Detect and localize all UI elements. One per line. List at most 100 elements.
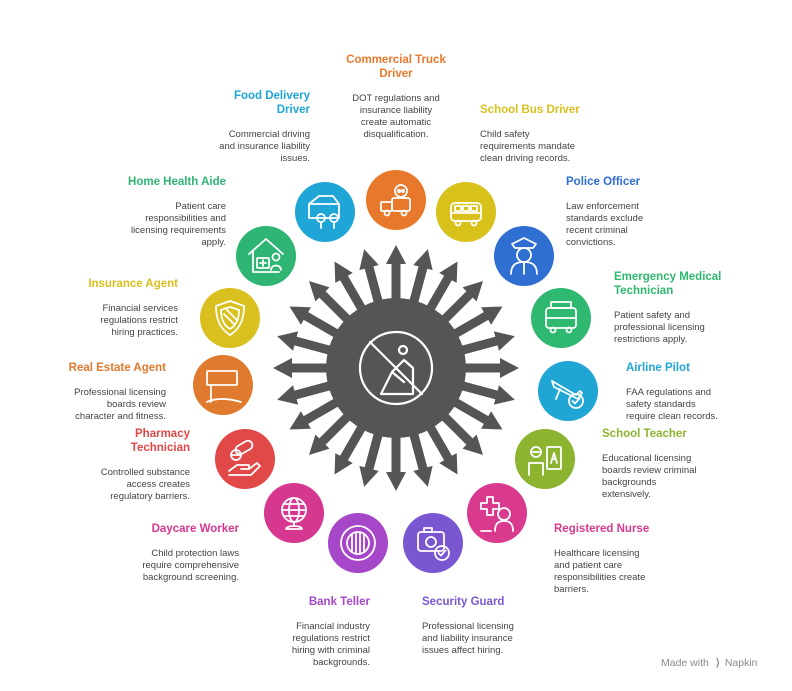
bus-icon (450, 202, 482, 227)
description-line: and liability insurance (422, 633, 513, 644)
title-line: Commercial Truck (346, 54, 446, 66)
teacher-icon (528, 446, 562, 476)
description-line: responsibilities create (554, 572, 646, 583)
description-line: require clean records. (626, 411, 718, 422)
description-line: extensively. (602, 489, 651, 500)
title-line: Driver (379, 68, 413, 80)
no-construction-icon (358, 330, 434, 406)
node-circle (328, 513, 388, 573)
title-line: Airline Pilot (626, 362, 690, 374)
arrow (451, 358, 519, 378)
description-line: barriers. (554, 584, 589, 595)
arrow (405, 420, 433, 487)
description-line: issues. (280, 153, 310, 164)
title-line: Registered Nurse (554, 523, 650, 535)
arrow (448, 377, 515, 405)
node-police-officer (494, 226, 554, 286)
pill-hand-icon (228, 439, 261, 476)
node-daycare-worker (264, 483, 324, 543)
node-commercial-truck-driver (366, 170, 426, 230)
occupation-title: Real Estate Agent (36, 361, 166, 375)
shield-icon (215, 300, 245, 336)
title-line: Bank Teller (308, 596, 370, 608)
description-line: standards exclude (566, 213, 644, 224)
description-line: boards review (106, 399, 166, 410)
occupation-title: Police Officer (566, 175, 686, 189)
description-line: regulations restrict (100, 315, 178, 326)
arrow (405, 249, 433, 316)
node-circle (200, 288, 260, 348)
node-school-teacher (515, 429, 575, 489)
description-line: Law enforcement (566, 201, 639, 212)
title-line: Security Guard (422, 596, 505, 608)
napkin-brand: Napkin (724, 657, 758, 669)
node-circle (515, 429, 575, 489)
node-real-estate-agent (193, 355, 253, 415)
node-circle (436, 182, 496, 242)
description-line: regulations restrict (292, 633, 370, 644)
description-line: regulatory barriers. (110, 491, 190, 502)
occupation-title: Airline Pilot (626, 361, 746, 375)
description-line: and insurance liability (219, 141, 310, 152)
arrow (277, 331, 344, 359)
node-circle (494, 226, 554, 286)
description-line: Controlled substance (100, 467, 190, 478)
node-home-health-aide (236, 226, 296, 286)
arrow (386, 245, 406, 313)
arrow (359, 249, 387, 316)
description-line: Professional licensing (74, 387, 166, 398)
description-line: disqualification. (363, 129, 429, 140)
title-line: Pharmacy (135, 428, 190, 440)
arrow (273, 358, 341, 378)
node-pharmacy-technician (215, 429, 275, 489)
napkin-logo-icon: ⟩ (715, 657, 720, 669)
title-line: Home Health Aide (128, 176, 226, 188)
node-airline-pilot (538, 361, 598, 421)
arrow (448, 331, 515, 359)
description-line: character and fitness. (75, 411, 166, 422)
occupation-title: School Bus Driver (480, 103, 610, 117)
description-line: Child protection laws (151, 548, 239, 559)
occupation-title: Home Health Aide (96, 175, 226, 189)
occupation-title: Bank Teller (240, 595, 370, 609)
truck-skull-icon (380, 184, 411, 217)
description-line: Financial industry (296, 621, 370, 632)
description-line: and patient care (554, 560, 623, 571)
title-line: Driver (276, 104, 310, 116)
airplane-check-icon (551, 380, 584, 409)
description-line: require comprehensive (142, 560, 239, 571)
globe-stand-icon (281, 497, 307, 530)
home-health-icon (248, 238, 284, 273)
vault-icon (340, 525, 376, 561)
node-circle (403, 513, 463, 573)
description-line: hiring practices. (111, 327, 178, 338)
node-school-bus-driver (436, 182, 496, 242)
title-line: School Bus Driver (480, 104, 580, 116)
occupation-title: Daycare Worker (109, 522, 239, 536)
description-line: Financial services (102, 303, 179, 314)
description-line: create automatic (360, 117, 432, 128)
